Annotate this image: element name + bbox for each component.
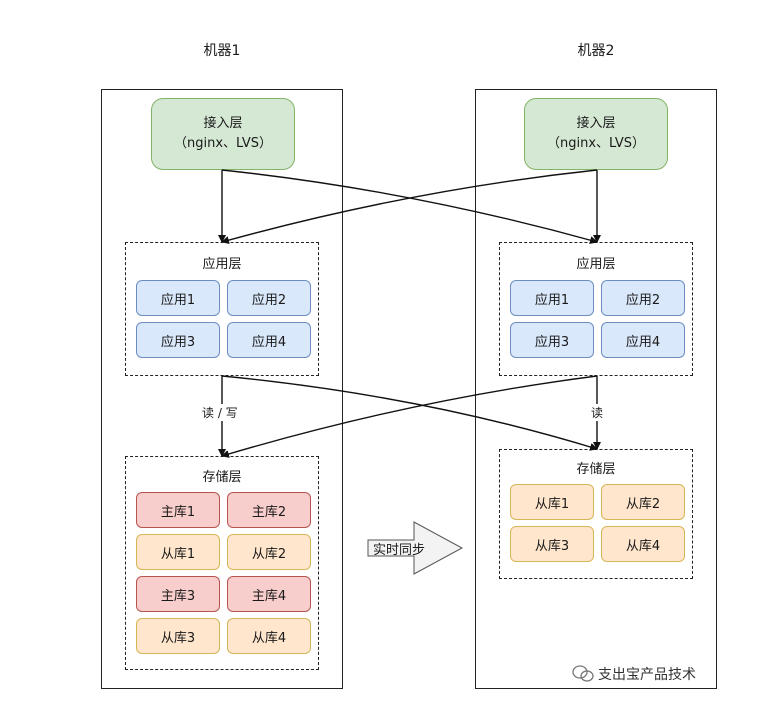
machine2-frame [475,89,717,689]
slave-db-cell: 从库3 [510,526,594,562]
slave-db-cell: 从库2 [601,484,685,520]
sync-label: 实时同步 [373,543,426,558]
app-cell: 应用2 [227,280,311,316]
slave-db-cell: 从库1 [136,534,220,570]
master-db-cell: 主库3 [136,576,220,612]
slave-db-cell: 从库2 [227,534,311,570]
sync-block-arrow [367,521,464,575]
app-cell: 应用3 [510,322,594,358]
storage-layer-label: 存储层 [202,470,242,485]
slave-db-cell: 从库4 [227,618,311,654]
storage-layer-label: 存储层 [576,462,616,477]
slave-db-cell: 从库4 [601,526,685,562]
slave-db-cell: 从库1 [510,484,594,520]
access-layer-subtitle: （nginx、LVS） [174,136,272,151]
app-cell: 应用1 [136,280,220,316]
master-db-cell: 主库2 [227,492,311,528]
watermark: 支出宝产品技术 [572,664,696,684]
app-cell: 应用4 [227,322,311,358]
app-cell: 应用2 [601,280,685,316]
machine1-title: 机器1 [203,43,241,59]
wechat-icon [572,665,594,682]
arrow-access2-app1 [221,169,598,244]
watermark-text: 支出宝产品技术 [598,667,696,683]
arrow-access1-app2 [221,169,598,244]
access-layer-title: 接入层 [203,116,243,131]
slave-db-cell: 从库3 [136,618,220,654]
machine1-access-layer: 接入层 （nginx、LVS） [151,98,295,170]
master-db-cell: 主库4 [227,576,311,612]
arrow-app1-storage2 [221,375,598,451]
app-cell: 应用1 [510,280,594,316]
machine2-title: 机器2 [577,43,615,59]
access-layer-subtitle: （nginx、LVS） [547,136,645,151]
app-layer-label: 应用层 [202,257,242,272]
app-cell: 应用4 [601,322,685,358]
master-db-cell: 主库1 [136,492,220,528]
app-cell: 应用3 [136,322,220,358]
app-layer-label: 应用层 [576,257,616,272]
access-layer-title: 接入层 [576,116,616,131]
arrow-app2-storage1 [221,375,598,458]
machine1-frame [101,89,343,689]
edge-label-read: 读 [589,404,606,421]
edge-label-read-write: 读 / 写 [200,404,240,421]
